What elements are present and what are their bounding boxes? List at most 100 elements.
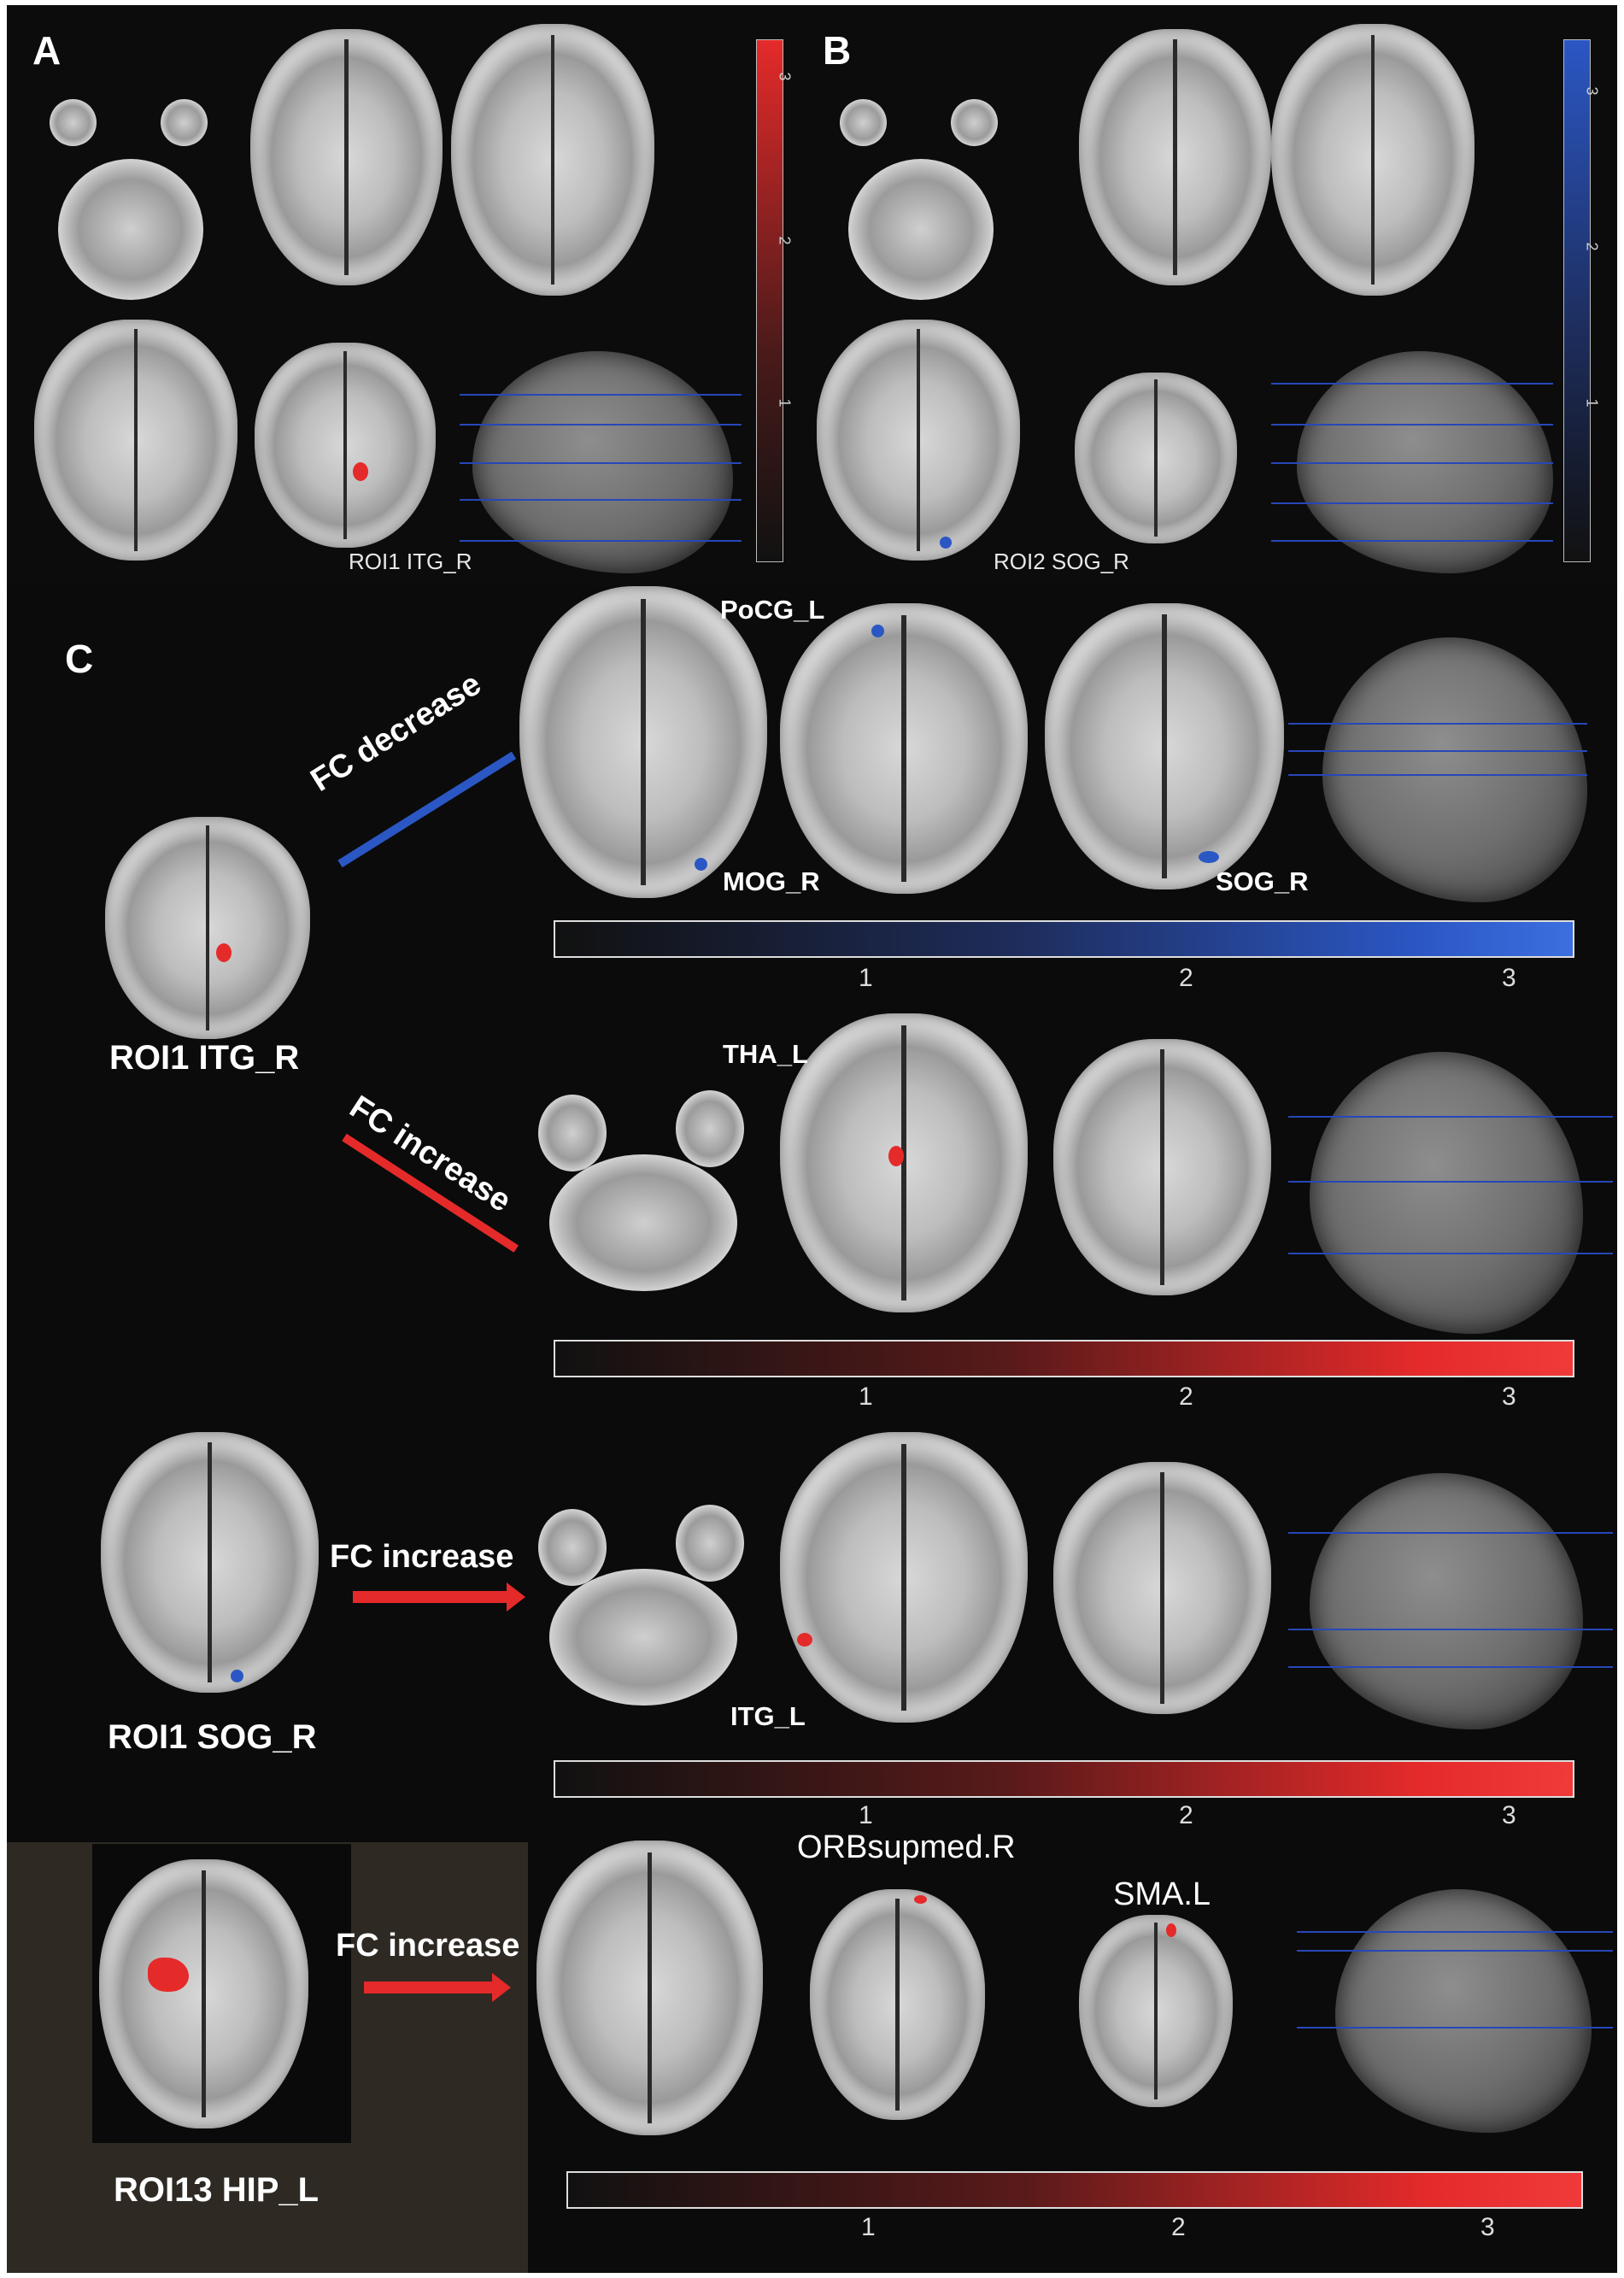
arrow-head xyxy=(492,1973,511,2002)
roi-brain-row1 xyxy=(105,817,310,1039)
figure-frame: A ROI1 ITG_R 1 2 3 B ROI2 SOG_R 1 2 3 C … xyxy=(7,5,1617,2273)
brain-slice-r1b xyxy=(780,603,1028,894)
colorbar-tick: 1 xyxy=(859,1383,873,1411)
slice-line xyxy=(460,424,742,426)
slice-line xyxy=(1288,1181,1613,1183)
panel-c-letter: C xyxy=(65,637,94,681)
brain-slice-r1a xyxy=(519,586,767,898)
colorbar-tick: 2 xyxy=(1179,1383,1193,1411)
panel-a-letter: A xyxy=(32,28,62,73)
brain-3d-r1 xyxy=(1322,637,1587,902)
activation-cluster xyxy=(914,1895,927,1904)
brain-slice-a6 xyxy=(34,320,237,561)
slice-line xyxy=(1271,462,1553,464)
activation-cluster xyxy=(216,943,232,962)
brain-3d-r2 xyxy=(1310,1052,1583,1334)
brain-slice-r3b xyxy=(676,1505,744,1582)
activation-cluster xyxy=(871,625,884,637)
slice-line xyxy=(1271,502,1553,504)
brain-slice-r2d xyxy=(780,1013,1028,1312)
roi-brain-row4 xyxy=(99,1859,308,2128)
region-label: ITG_L xyxy=(730,1701,806,1731)
colorbar-tick: 3 xyxy=(1480,2213,1495,2241)
region-label: ORBsupmed.R xyxy=(797,1829,1016,1865)
brain-slice-r2e xyxy=(1053,1039,1271,1295)
colorbar-a-tick: 1 xyxy=(776,398,794,408)
fc-increase-arrow xyxy=(364,1982,492,1993)
colorbar-row2 xyxy=(554,1340,1574,1377)
brain-slice-b4 xyxy=(1079,29,1271,285)
brain-slice-a1 xyxy=(50,99,97,146)
panel-b-letter: B xyxy=(823,28,852,73)
colorbar-b xyxy=(1563,39,1591,562)
slice-line xyxy=(1297,1950,1613,1952)
roi-label-a: ROI1 ITG_R xyxy=(349,549,472,574)
fc-increase-arrow xyxy=(353,1591,507,1603)
brain-3d-r4 xyxy=(1335,1889,1592,2133)
slice-line xyxy=(1288,1532,1613,1534)
brain-slice-b2 xyxy=(951,99,998,146)
slice-line xyxy=(1288,1253,1613,1254)
region-label: SMA.L xyxy=(1113,1876,1211,1912)
arrow-head xyxy=(507,1582,525,1612)
brain-slice-r2b xyxy=(676,1090,744,1167)
colorbar-row1 xyxy=(554,920,1574,958)
brain-slice-r4c xyxy=(1079,1915,1233,2107)
activation-cluster xyxy=(695,858,707,871)
brain-slice-a7 xyxy=(255,343,436,548)
colorbar-tick: 3 xyxy=(1502,1801,1516,1829)
brain-slice-a3 xyxy=(58,159,203,300)
brain-slice-r4b xyxy=(810,1889,985,2120)
activation-cluster xyxy=(1199,851,1219,863)
brain-slice-r3d xyxy=(780,1432,1028,1723)
colorbar-b-tick: 3 xyxy=(1583,86,1601,96)
brain-slice-r3e xyxy=(1053,1462,1271,1714)
activation-cluster xyxy=(231,1670,243,1682)
brain-slice-b5 xyxy=(1271,24,1474,296)
slice-line xyxy=(1271,424,1553,426)
roi-label-row4: ROI13 HIP_L xyxy=(114,2171,320,2209)
slice-line xyxy=(1288,1666,1613,1668)
brain-slice-r4a xyxy=(536,1841,763,2135)
brain-slice-b1 xyxy=(840,99,887,146)
colorbar-tick: 2 xyxy=(1171,2213,1186,2241)
brain-slice-a2 xyxy=(161,99,208,146)
roi-label-row3: ROI1 SOG_R xyxy=(108,1718,317,1756)
colorbar-row3 xyxy=(554,1760,1574,1798)
brain-slice-r2a xyxy=(538,1095,607,1171)
brain-slice-a5 xyxy=(451,24,654,296)
colorbar-tick: 3 xyxy=(1502,964,1516,992)
colorbar-b-tick: 1 xyxy=(1583,398,1601,408)
roi-brain-row3 xyxy=(101,1432,319,1693)
colorbar-b-tick: 2 xyxy=(1583,242,1601,251)
slice-line xyxy=(1288,1629,1613,1630)
brain-slice-r1c xyxy=(1045,603,1284,889)
colorbar-tick: 3 xyxy=(1502,1383,1516,1411)
arrow-label-increase: FC increase xyxy=(336,1928,520,1964)
brain-slice-b7 xyxy=(1075,373,1237,543)
slice-line xyxy=(1297,1931,1613,1933)
activation-cluster xyxy=(1166,1923,1176,1937)
colorbar-a xyxy=(756,39,783,562)
brain-slice-b3 xyxy=(848,159,994,300)
slice-line xyxy=(460,462,742,464)
colorbar-tick: 1 xyxy=(859,1801,873,1829)
colorbar-a-tick: 3 xyxy=(776,72,794,81)
region-label: SOG_R xyxy=(1216,866,1309,896)
slice-line xyxy=(1271,383,1553,385)
slice-line xyxy=(460,540,742,542)
colorbar-tick: 2 xyxy=(1179,1801,1193,1829)
brain-slice-r2c xyxy=(549,1154,737,1291)
colorbar-tick: 1 xyxy=(861,2213,876,2241)
brain-slice-a4 xyxy=(250,29,443,285)
colorbar-row4 xyxy=(566,2171,1583,2209)
colorbar-tick: 1 xyxy=(859,964,873,992)
brain-slice-r3c xyxy=(549,1569,737,1706)
region-label: MOG_R xyxy=(723,866,820,896)
activation-cluster xyxy=(353,462,368,481)
colorbar-tick: 2 xyxy=(1179,964,1193,992)
arrow-label-increase: FC increase xyxy=(330,1539,514,1575)
roi-label-b: ROI2 SOG_R xyxy=(994,549,1129,574)
activation-cluster xyxy=(797,1633,812,1647)
activation-cluster xyxy=(940,537,952,549)
